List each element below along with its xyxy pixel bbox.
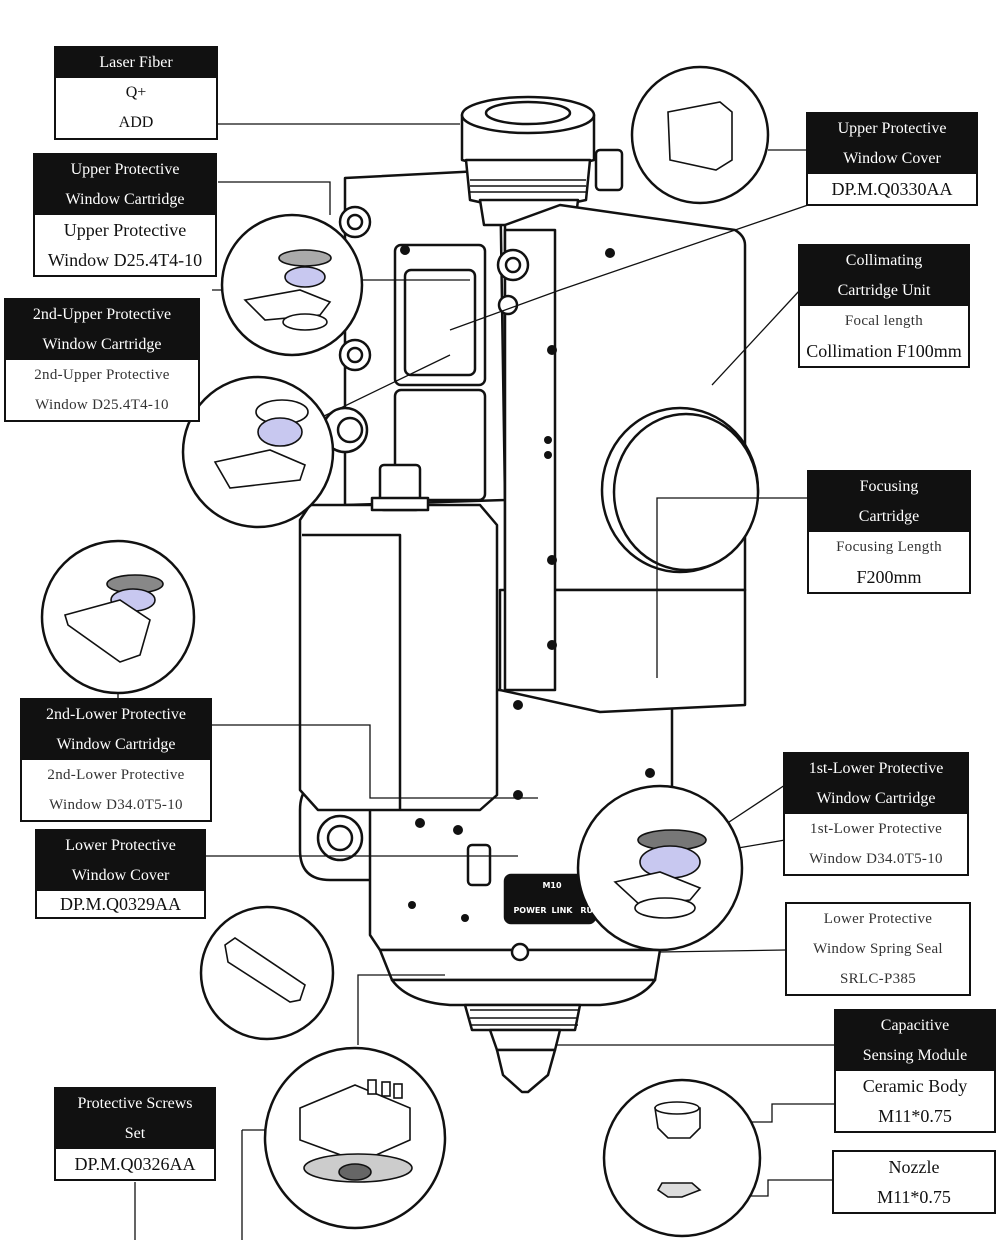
label-line: DP.M.Q0330AA xyxy=(831,179,953,199)
label-focusing-cartridge: Focusing Cartridge Focusing Length F200m… xyxy=(807,470,971,594)
leader-screw-module xyxy=(357,974,445,1045)
label-title-line: Window Cover xyxy=(808,144,976,174)
label-nozzle: Nozzle M11*0.75 xyxy=(832,1150,996,1214)
label-second-lower-cartridge: 2nd-Lower Protective Window Cartridge 2n… xyxy=(20,698,212,822)
label-line: M11*0.75 xyxy=(878,1106,952,1126)
label-line: Collimation F100mm xyxy=(806,341,962,361)
leader-first-lower xyxy=(719,784,786,829)
label-line: Q+ xyxy=(125,84,147,101)
label-title-line: Lower Protective xyxy=(37,831,204,861)
label-title-line: 1st-Lower Protective xyxy=(785,754,967,784)
label-title-line: Focusing xyxy=(809,472,969,502)
label-collimating-unit: Collimating Cartridge Unit Focal length … xyxy=(798,244,970,368)
label-line: 1st-Lower Protective xyxy=(809,821,943,837)
label-line: DP.M.Q0326AA xyxy=(74,1154,196,1174)
label-line: Ceramic Body xyxy=(862,1076,968,1096)
label-line: Window D25.4T4-10 xyxy=(47,250,203,270)
label-line: SRLC-P385 xyxy=(839,971,917,987)
label-upper-window-cartridge: Upper Protective Window Cartridge Upper … xyxy=(33,153,217,277)
label-title-line: Sensing Module xyxy=(836,1041,994,1071)
label-line: 2nd-Lower Protective xyxy=(47,767,185,783)
label-title-line: Capacitive xyxy=(836,1011,994,1041)
label-title-line: Window Cartridge xyxy=(22,730,210,760)
label-capacitive-module: Capacitive Sensing Module Ceramic Body M… xyxy=(834,1009,996,1133)
panel-text-left: POWER xyxy=(513,906,546,915)
label-lower-window-cover: Lower Protective Window Cover DP.M.Q0329… xyxy=(35,829,206,919)
label-title-line: Cartridge xyxy=(809,502,969,532)
leader-spring-seal xyxy=(659,949,786,953)
leader-upper-cartridge xyxy=(218,181,331,215)
label-line: Focal length xyxy=(844,313,924,329)
label-title-line: Collimating xyxy=(800,246,968,276)
label-protective-screws: Protective Screws Set DP.M.Q0326AA xyxy=(54,1087,216,1181)
label-title-line: Upper Protective xyxy=(35,155,215,185)
label-spring-seal: Lower Protective Window Spring Seal SRLC… xyxy=(785,902,971,996)
leader-collimating xyxy=(711,289,801,386)
label-line: Window D34.0T5-10 xyxy=(49,797,183,813)
leader-focusing xyxy=(656,497,808,678)
label-title-line: Upper Protective xyxy=(808,114,976,144)
panel-text-mid: LINK xyxy=(552,906,574,915)
label-line: ADD xyxy=(118,114,154,131)
label-line: Window D25.4T4-10 xyxy=(35,397,169,413)
leader-first-lower-part xyxy=(737,839,786,849)
label-line: Nozzle xyxy=(888,1157,940,1177)
panel-text-top: M10 xyxy=(542,881,562,890)
label-title-line: Window Cartridge xyxy=(6,330,198,360)
label-title-line: 2nd-Lower Protective xyxy=(22,700,210,730)
label-line: Focusing Length xyxy=(836,539,942,555)
label-line: Window Spring Seal xyxy=(813,941,943,957)
nozzle-tip xyxy=(495,1048,557,1094)
label-first-lower-cartridge: 1st-Lower Protective Window Cartridge 1s… xyxy=(783,752,969,876)
leader-screw-circle xyxy=(241,1129,268,1240)
label-line: F200mm xyxy=(856,567,922,587)
label-title-line: 2nd-Upper Protective xyxy=(6,300,198,330)
label-title-line: Cartridge Unit xyxy=(800,276,968,306)
label-title-line: Set xyxy=(56,1119,214,1149)
label-line: Lower Protective xyxy=(823,911,933,927)
label-title-line: Window Cover xyxy=(37,861,204,891)
label-second-upper-cartridge: 2nd-Upper Protective Window Cartridge 2n… xyxy=(4,298,200,422)
label-title-line: Window Cartridge xyxy=(35,185,215,215)
label-line: 2nd-Upper Protective xyxy=(34,367,170,383)
label-laser-fiber: Laser Fiber Q+ ADD xyxy=(54,46,218,140)
label-line: Upper Protective xyxy=(63,220,187,240)
detail-circle-nozzle xyxy=(602,1078,762,1238)
leader-second-upper-part xyxy=(319,354,451,419)
leader-cover-part xyxy=(449,204,809,331)
label-title: Laser Fiber xyxy=(56,48,216,78)
label-title-line: Protective Screws xyxy=(56,1089,214,1119)
label-line: M11*0.75 xyxy=(877,1187,951,1207)
label-line: DP.M.Q0329AA xyxy=(59,894,182,914)
label-title-line: Window Cartridge xyxy=(785,784,967,814)
panel-text-right: RUN xyxy=(580,906,599,915)
leader-second-lower xyxy=(212,724,538,799)
label-upper-window-cover: Upper Protective Window Cover DP.M.Q0330… xyxy=(806,112,978,206)
label-line: Window D34.0T5-10 xyxy=(809,851,943,867)
